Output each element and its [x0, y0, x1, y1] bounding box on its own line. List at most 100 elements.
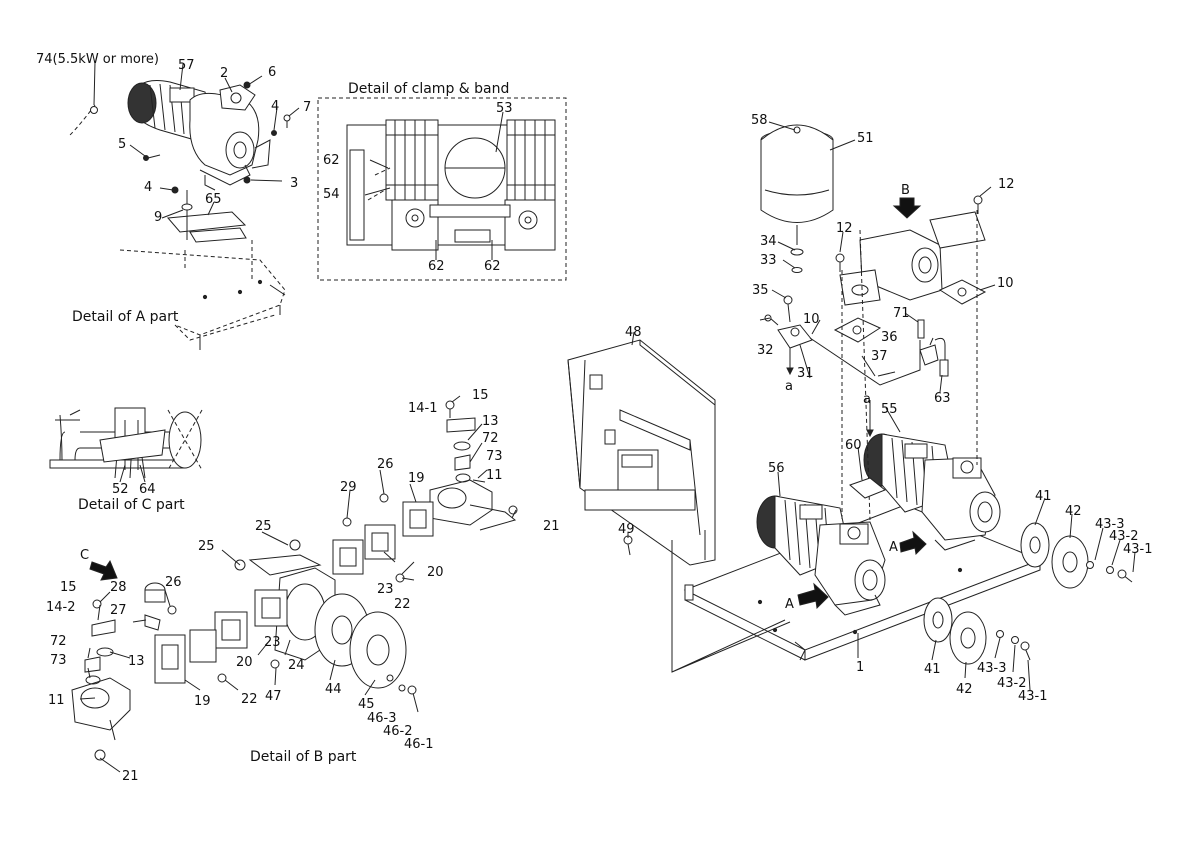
- callout-label: 24: [288, 658, 305, 673]
- callout-label: C: [80, 548, 90, 563]
- callout-label: 52: [112, 482, 129, 497]
- callout-label: 26: [165, 575, 182, 590]
- callout-label: 56: [768, 461, 785, 476]
- callout-label: 55: [881, 402, 898, 417]
- callout-label: 1: [856, 660, 865, 675]
- callout-label: 41: [1035, 489, 1052, 504]
- callout-label: a: [863, 392, 871, 407]
- callout-label: 29: [340, 480, 357, 495]
- callout-label: 37: [871, 349, 888, 364]
- callout-label: 26: [377, 457, 394, 472]
- detail-c-drawing: [50, 408, 202, 482]
- callout-label: A: [889, 540, 898, 555]
- callout-label: 22: [241, 692, 258, 707]
- callout-label: 21: [122, 769, 139, 784]
- callout-label: 13: [482, 414, 499, 429]
- callout-label: 36: [881, 330, 898, 345]
- callout-label: 46-3: [367, 711, 397, 726]
- callout-label: 45: [358, 697, 375, 712]
- callout-label: 43-2: [1109, 529, 1139, 544]
- callout-label: 19: [408, 471, 425, 486]
- callout-label: 31: [797, 366, 814, 381]
- callout-label: 23: [264, 635, 281, 650]
- callout-label: 42: [956, 682, 973, 697]
- caption-clamp-band: Detail of clamp & band: [348, 81, 510, 97]
- callout-label: 44: [325, 682, 342, 697]
- callout-label: 48: [625, 325, 642, 340]
- callout-label: 11: [48, 693, 65, 708]
- callout-label: 49: [618, 522, 635, 537]
- callout-label: 60: [845, 438, 862, 453]
- callout-label: 73: [50, 653, 67, 668]
- main-assembly-drawing: [568, 122, 1135, 690]
- callout-label: 15: [472, 388, 489, 403]
- callout-label: 57: [178, 58, 195, 73]
- caption-b-part: Detail of B part: [250, 749, 357, 765]
- callout-label: 58: [751, 113, 768, 128]
- callout-label: a: [785, 379, 793, 394]
- callout-label: 43-1: [1123, 542, 1153, 557]
- callout-label: 3: [290, 176, 299, 191]
- detail-clamp-drawing: [318, 98, 566, 280]
- callout-label: 4: [271, 99, 280, 114]
- callout-label: 6: [268, 65, 277, 80]
- callout-label: 51: [857, 131, 874, 146]
- callout-label: 43-1: [1018, 689, 1048, 704]
- callout-label: 54: [323, 187, 340, 202]
- callout-label: 73: [486, 449, 503, 464]
- callout-label: 20: [427, 565, 444, 580]
- callout-label: 28: [110, 580, 127, 595]
- callout-label: 33: [760, 253, 777, 268]
- callout-label: 13: [128, 654, 145, 669]
- callout-label: A: [785, 597, 794, 612]
- callout-label: 7: [303, 100, 312, 115]
- callout-label: 20: [236, 655, 253, 670]
- detail-b-drawing: [72, 396, 517, 772]
- callout-label: 25: [255, 519, 272, 534]
- detail-a-drawing: [70, 62, 299, 350]
- callout-label: 62: [323, 153, 340, 168]
- callout-label: 27: [110, 603, 127, 618]
- callout-label: 9: [154, 210, 163, 225]
- callout-label: 10: [997, 276, 1014, 291]
- callout-label: 65: [205, 192, 222, 207]
- callout-label: 46-1: [404, 737, 434, 752]
- callout-label: 14-1: [408, 401, 438, 416]
- callout-label: 74(5.5kW or more): [36, 52, 159, 67]
- callout-label: 64: [139, 482, 156, 497]
- callout-label: 14-2: [46, 600, 76, 615]
- callout-label: 47: [265, 689, 282, 704]
- callout-label: 19: [194, 694, 211, 709]
- callout-label: 43-3: [977, 661, 1007, 676]
- callout-label: 46-2: [383, 724, 413, 739]
- callout-label: 25: [198, 539, 215, 554]
- callout-label: 43-3: [1095, 517, 1125, 532]
- callout-label: 34: [760, 234, 777, 249]
- callout-label: 15: [60, 580, 77, 595]
- callout-label: 5: [118, 137, 127, 152]
- callout-label: 62: [428, 259, 445, 274]
- callout-label: 12: [998, 177, 1015, 192]
- callout-label: 12: [836, 221, 853, 236]
- callout-label: 32: [757, 343, 774, 358]
- callout-label: 11: [486, 468, 503, 483]
- callout-label: 63: [934, 391, 951, 406]
- callout-label: 10: [803, 312, 820, 327]
- callout-label: 72: [482, 431, 499, 446]
- callout-label: 43-2: [997, 676, 1027, 691]
- callout-label: 42: [1065, 504, 1082, 519]
- callout-label: 35: [752, 283, 769, 298]
- callout-label: 23: [377, 582, 394, 597]
- callout-label: B: [901, 183, 910, 198]
- callout-label: 21: [543, 519, 560, 534]
- callout-label: 41: [924, 662, 941, 677]
- callout-label: 4: [144, 180, 153, 195]
- callout-label: 2: [220, 66, 229, 81]
- callout-label: 62: [484, 259, 501, 274]
- caption-a-part: Detail of A part: [72, 309, 179, 325]
- callout-label: 71: [893, 306, 910, 321]
- caption-c-part: Detail of C part: [78, 497, 185, 513]
- callout-label: 53: [496, 101, 513, 116]
